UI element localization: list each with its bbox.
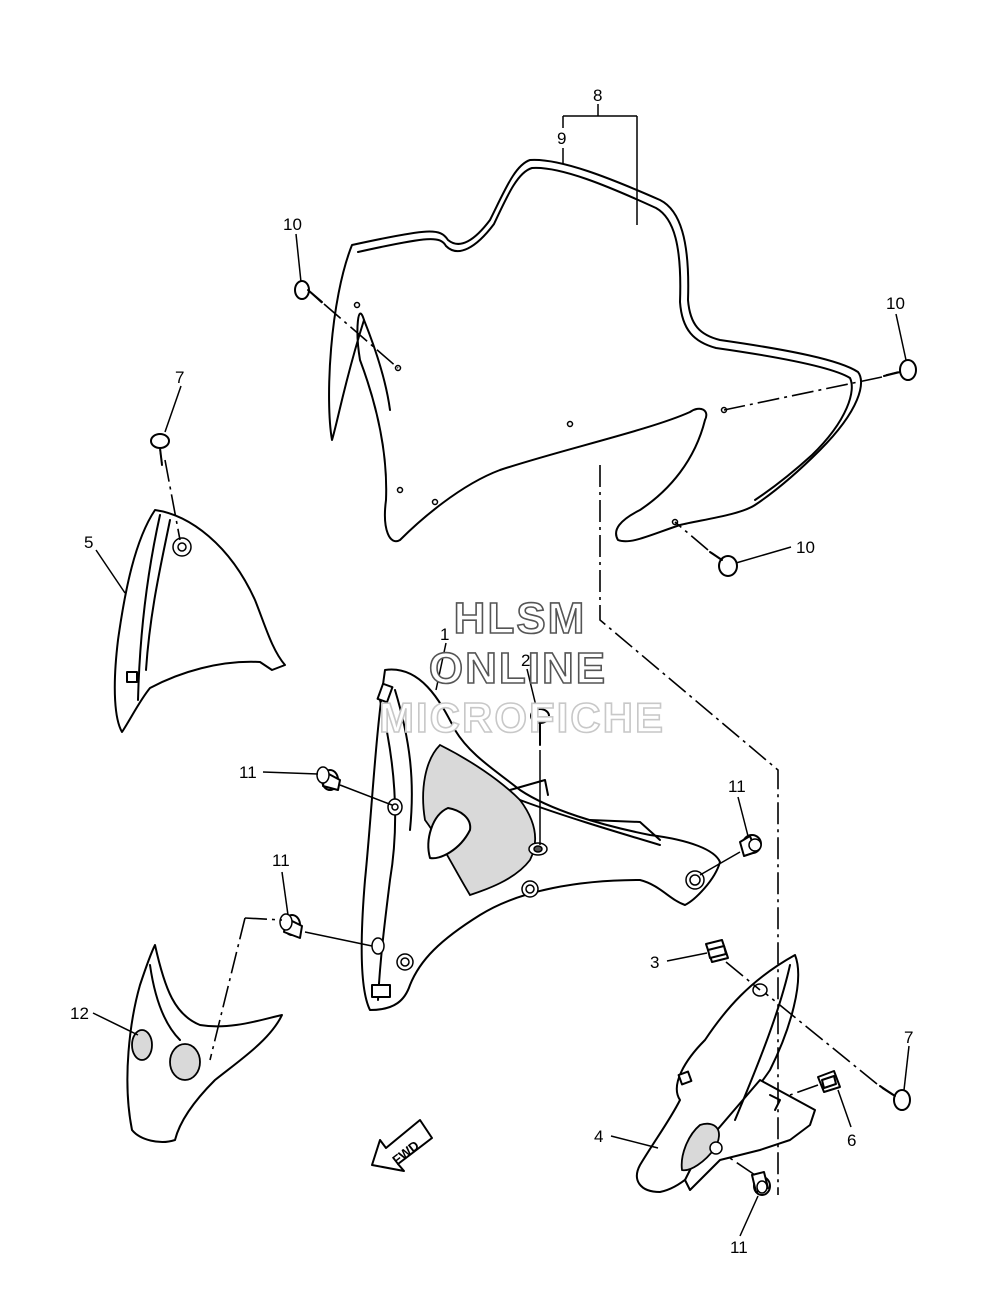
callout-11-right: 11	[728, 777, 746, 796]
screw-10-lower	[674, 521, 738, 577]
callout-4: 4	[594, 1127, 603, 1146]
callout-10-right: 10	[886, 294, 905, 313]
nut-clip-6	[789, 1070, 841, 1096]
watermark-line-1: HLSM	[454, 594, 587, 643]
collar-11-right	[699, 834, 762, 876]
screw-10-left	[294, 280, 399, 369]
callout-3: 3	[650, 953, 659, 972]
callout-8: 8	[593, 86, 602, 105]
screw-7-lower	[764, 992, 911, 1111]
forward-direction-arrow: FWD	[371, 1119, 433, 1172]
callout-7-upper: 7	[175, 368, 184, 387]
screw-2	[530, 708, 550, 845]
callout-1: 1	[440, 625, 449, 644]
collar-11-upper-left	[316, 766, 393, 806]
callout-5: 5	[84, 533, 93, 552]
callout-9: 9	[557, 129, 566, 148]
callout-2: 2	[521, 651, 530, 670]
callout-12: 12	[70, 1004, 89, 1023]
callout-11-upper-left: 11	[239, 763, 257, 782]
collar-11-mid-left	[279, 913, 373, 947]
callout-6: 6	[847, 1131, 856, 1150]
nut-clip-3	[705, 939, 761, 991]
lower-cowl-part-4	[635, 954, 816, 1193]
side-panel-part-12	[126, 917, 283, 1143]
leader-lines	[92, 104, 910, 1237]
callout-10-lower: 10	[796, 538, 815, 557]
callout-7-lower: 7	[904, 1028, 913, 1047]
windscreen-part	[328, 158, 862, 543]
callout-10-left: 10	[283, 215, 302, 234]
screw-7-upper	[150, 433, 170, 466]
screw-10-right	[723, 359, 917, 411]
watermark-line-3: MICROFICHE	[379, 694, 665, 741]
callout-numbers: 8 9 10 10 10 7 5 1 2 11 11 11 3 12 7 6 4…	[70, 86, 913, 1257]
callout-11-lower: 11	[730, 1238, 748, 1257]
callout-11-mid-left: 11	[272, 851, 290, 870]
watermark-line-2: ONLINE	[429, 644, 607, 693]
watermark: HLSM ONLINE MICROFICHE	[378, 593, 665, 742]
assembly-line	[599, 465, 779, 1195]
inner-panel-part-1	[360, 668, 721, 1011]
side-cover-part-5	[113, 459, 286, 733]
